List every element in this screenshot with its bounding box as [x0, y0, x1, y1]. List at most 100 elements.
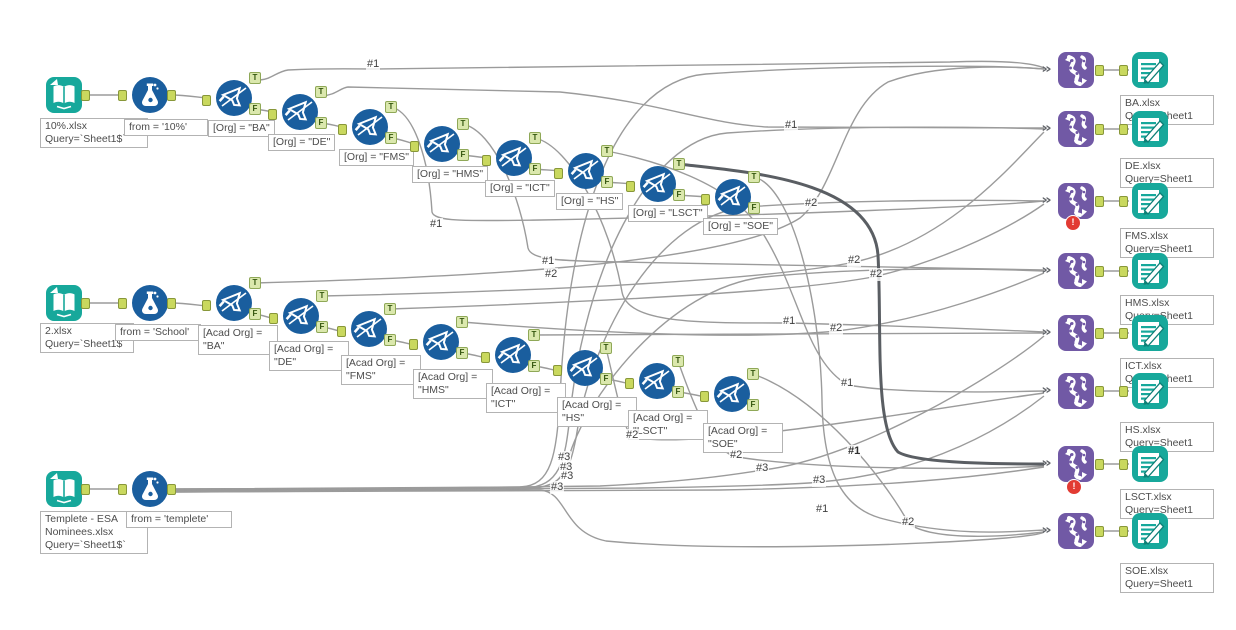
- annotation-formula-template[interactable]: from = 'templete': [126, 511, 232, 529]
- union-ict[interactable]: »: [1041, 314, 1104, 352]
- output-anchor[interactable]: [81, 90, 90, 101]
- true-anchor[interactable]: T: [384, 303, 396, 315]
- annotation-filter-acad-org-ict[interactable]: [Acad Org] = "ICT": [486, 383, 566, 414]
- false-anchor[interactable]: F: [528, 360, 540, 372]
- output-anchor[interactable]: [167, 298, 176, 309]
- annotation-filter-acad-org-de[interactable]: [Acad Org] = "DE": [269, 341, 349, 372]
- false-anchor[interactable]: F: [249, 308, 261, 320]
- output-anchor[interactable]: [1095, 459, 1104, 470]
- input-data-2[interactable]: [45, 284, 90, 322]
- false-anchor[interactable]: F: [673, 189, 685, 201]
- input-anchor[interactable]: [118, 298, 127, 309]
- input-anchor[interactable]: [202, 95, 211, 106]
- annotation-filter-org-lsct[interactable]: [Org] = "LSCT": [628, 205, 708, 223]
- true-anchor[interactable]: T: [249, 72, 261, 84]
- error-badge[interactable]: !: [1065, 215, 1081, 231]
- input-data-10pct[interactable]: [45, 76, 90, 114]
- input-anchor[interactable]: [1119, 196, 1128, 207]
- output-data-de[interactable]: [1119, 110, 1169, 148]
- input-anchor[interactable]: [553, 365, 562, 376]
- input-anchor[interactable]: [1119, 459, 1128, 470]
- true-anchor[interactable]: T: [673, 158, 685, 170]
- annotation-filter-org-de[interactable]: [Org] = "DE": [268, 134, 336, 152]
- annotation-filter-acad-org-fms[interactable]: [Acad Org] = "FMS": [341, 355, 421, 386]
- false-anchor[interactable]: F: [315, 117, 327, 129]
- output-anchor[interactable]: [1095, 196, 1104, 207]
- output-data-soe[interactable]: [1119, 512, 1169, 550]
- selected-connection-wire[interactable]: [678, 162, 1045, 466]
- input-anchor[interactable]: [1119, 124, 1128, 135]
- annotation-filter-acad-org-hms[interactable]: [Acad Org] = "HMS": [413, 369, 493, 400]
- true-anchor[interactable]: T: [529, 132, 541, 144]
- annotation-formula-10pct[interactable]: from = '10%': [124, 119, 208, 137]
- input-anchor[interactable]: [1119, 386, 1128, 397]
- input-anchor[interactable]: [1119, 526, 1128, 537]
- true-anchor[interactable]: T: [528, 329, 540, 341]
- union-hms[interactable]: »: [1041, 252, 1104, 290]
- union-input-anchor[interactable]: »: [1041, 456, 1052, 471]
- annotation-filter-acad-org-hs[interactable]: [Acad Org] = "HS": [557, 397, 637, 428]
- true-anchor[interactable]: T: [385, 101, 397, 113]
- output-anchor[interactable]: [1095, 526, 1104, 537]
- false-anchor[interactable]: F: [384, 334, 396, 346]
- input-anchor[interactable]: [337, 326, 346, 337]
- annotation-filter-org-hs[interactable]: [Org] = "HS": [556, 193, 624, 211]
- input-anchor[interactable]: [1119, 65, 1128, 76]
- annotation-filter-acad-org-lsct[interactable]: [Acad Org] = "LSCT": [628, 410, 708, 441]
- input-anchor[interactable]: [1119, 328, 1128, 339]
- union-input-anchor[interactable]: »: [1041, 263, 1052, 278]
- false-anchor[interactable]: F: [456, 347, 468, 359]
- false-anchor[interactable]: F: [385, 132, 397, 144]
- output-anchor[interactable]: [1095, 65, 1104, 76]
- union-lsct[interactable]: »: [1041, 445, 1104, 483]
- true-anchor[interactable]: T: [748, 171, 760, 183]
- false-anchor[interactable]: F: [600, 373, 612, 385]
- output-anchor[interactable]: [1095, 386, 1104, 397]
- input-anchor[interactable]: [625, 378, 634, 389]
- input-anchor[interactable]: [338, 124, 347, 135]
- input-anchor[interactable]: [409, 339, 418, 350]
- input-anchor[interactable]: [554, 168, 563, 179]
- true-anchor[interactable]: T: [316, 290, 328, 302]
- annotation-output-de[interactable]: DE.xlsx Query=Sheet1: [1120, 158, 1214, 189]
- input-anchor[interactable]: [481, 352, 490, 363]
- input-anchor[interactable]: [410, 141, 419, 152]
- annotation-formula-school[interactable]: from = 'School': [115, 324, 201, 342]
- annotation-filter-org-hms[interactable]: [Org] = "HMS": [412, 166, 489, 184]
- annotation-filter-org-soe[interactable]: [Org] = "SOE": [703, 218, 778, 236]
- union-input-anchor[interactable]: »: [1041, 193, 1052, 208]
- true-anchor[interactable]: T: [747, 368, 759, 380]
- input-anchor[interactable]: [482, 155, 491, 166]
- input-anchor[interactable]: [626, 181, 635, 192]
- input-anchor[interactable]: [700, 391, 709, 402]
- annotation-output-soe[interactable]: SOE.xlsx Query=Sheet1: [1120, 563, 1214, 594]
- union-input-anchor[interactable]: »: [1041, 523, 1052, 538]
- annotation-filter-org-fms[interactable]: [Org] = "FMS": [339, 149, 414, 167]
- false-anchor[interactable]: F: [529, 163, 541, 175]
- output-anchor[interactable]: [81, 298, 90, 309]
- false-anchor[interactable]: F: [316, 321, 328, 333]
- output-data-ba[interactable]: [1119, 51, 1169, 89]
- union-input-anchor[interactable]: »: [1041, 121, 1052, 136]
- input-anchor[interactable]: [701, 194, 710, 205]
- annotation-output-fms[interactable]: FMS.xlsx Query=Sheet1: [1120, 228, 1214, 259]
- annotation-filter-acad-org-ba[interactable]: [Acad Org] = "BA": [198, 325, 278, 356]
- true-anchor[interactable]: T: [249, 277, 261, 289]
- false-anchor[interactable]: F: [457, 149, 469, 161]
- union-fms[interactable]: »: [1041, 182, 1104, 220]
- input-anchor[interactable]: [268, 109, 277, 120]
- union-input-anchor[interactable]: »: [1041, 62, 1052, 77]
- false-anchor[interactable]: F: [601, 176, 613, 188]
- output-anchor[interactable]: [167, 90, 176, 101]
- input-data-template[interactable]: [45, 470, 90, 508]
- output-data-hms[interactable]: [1119, 252, 1169, 290]
